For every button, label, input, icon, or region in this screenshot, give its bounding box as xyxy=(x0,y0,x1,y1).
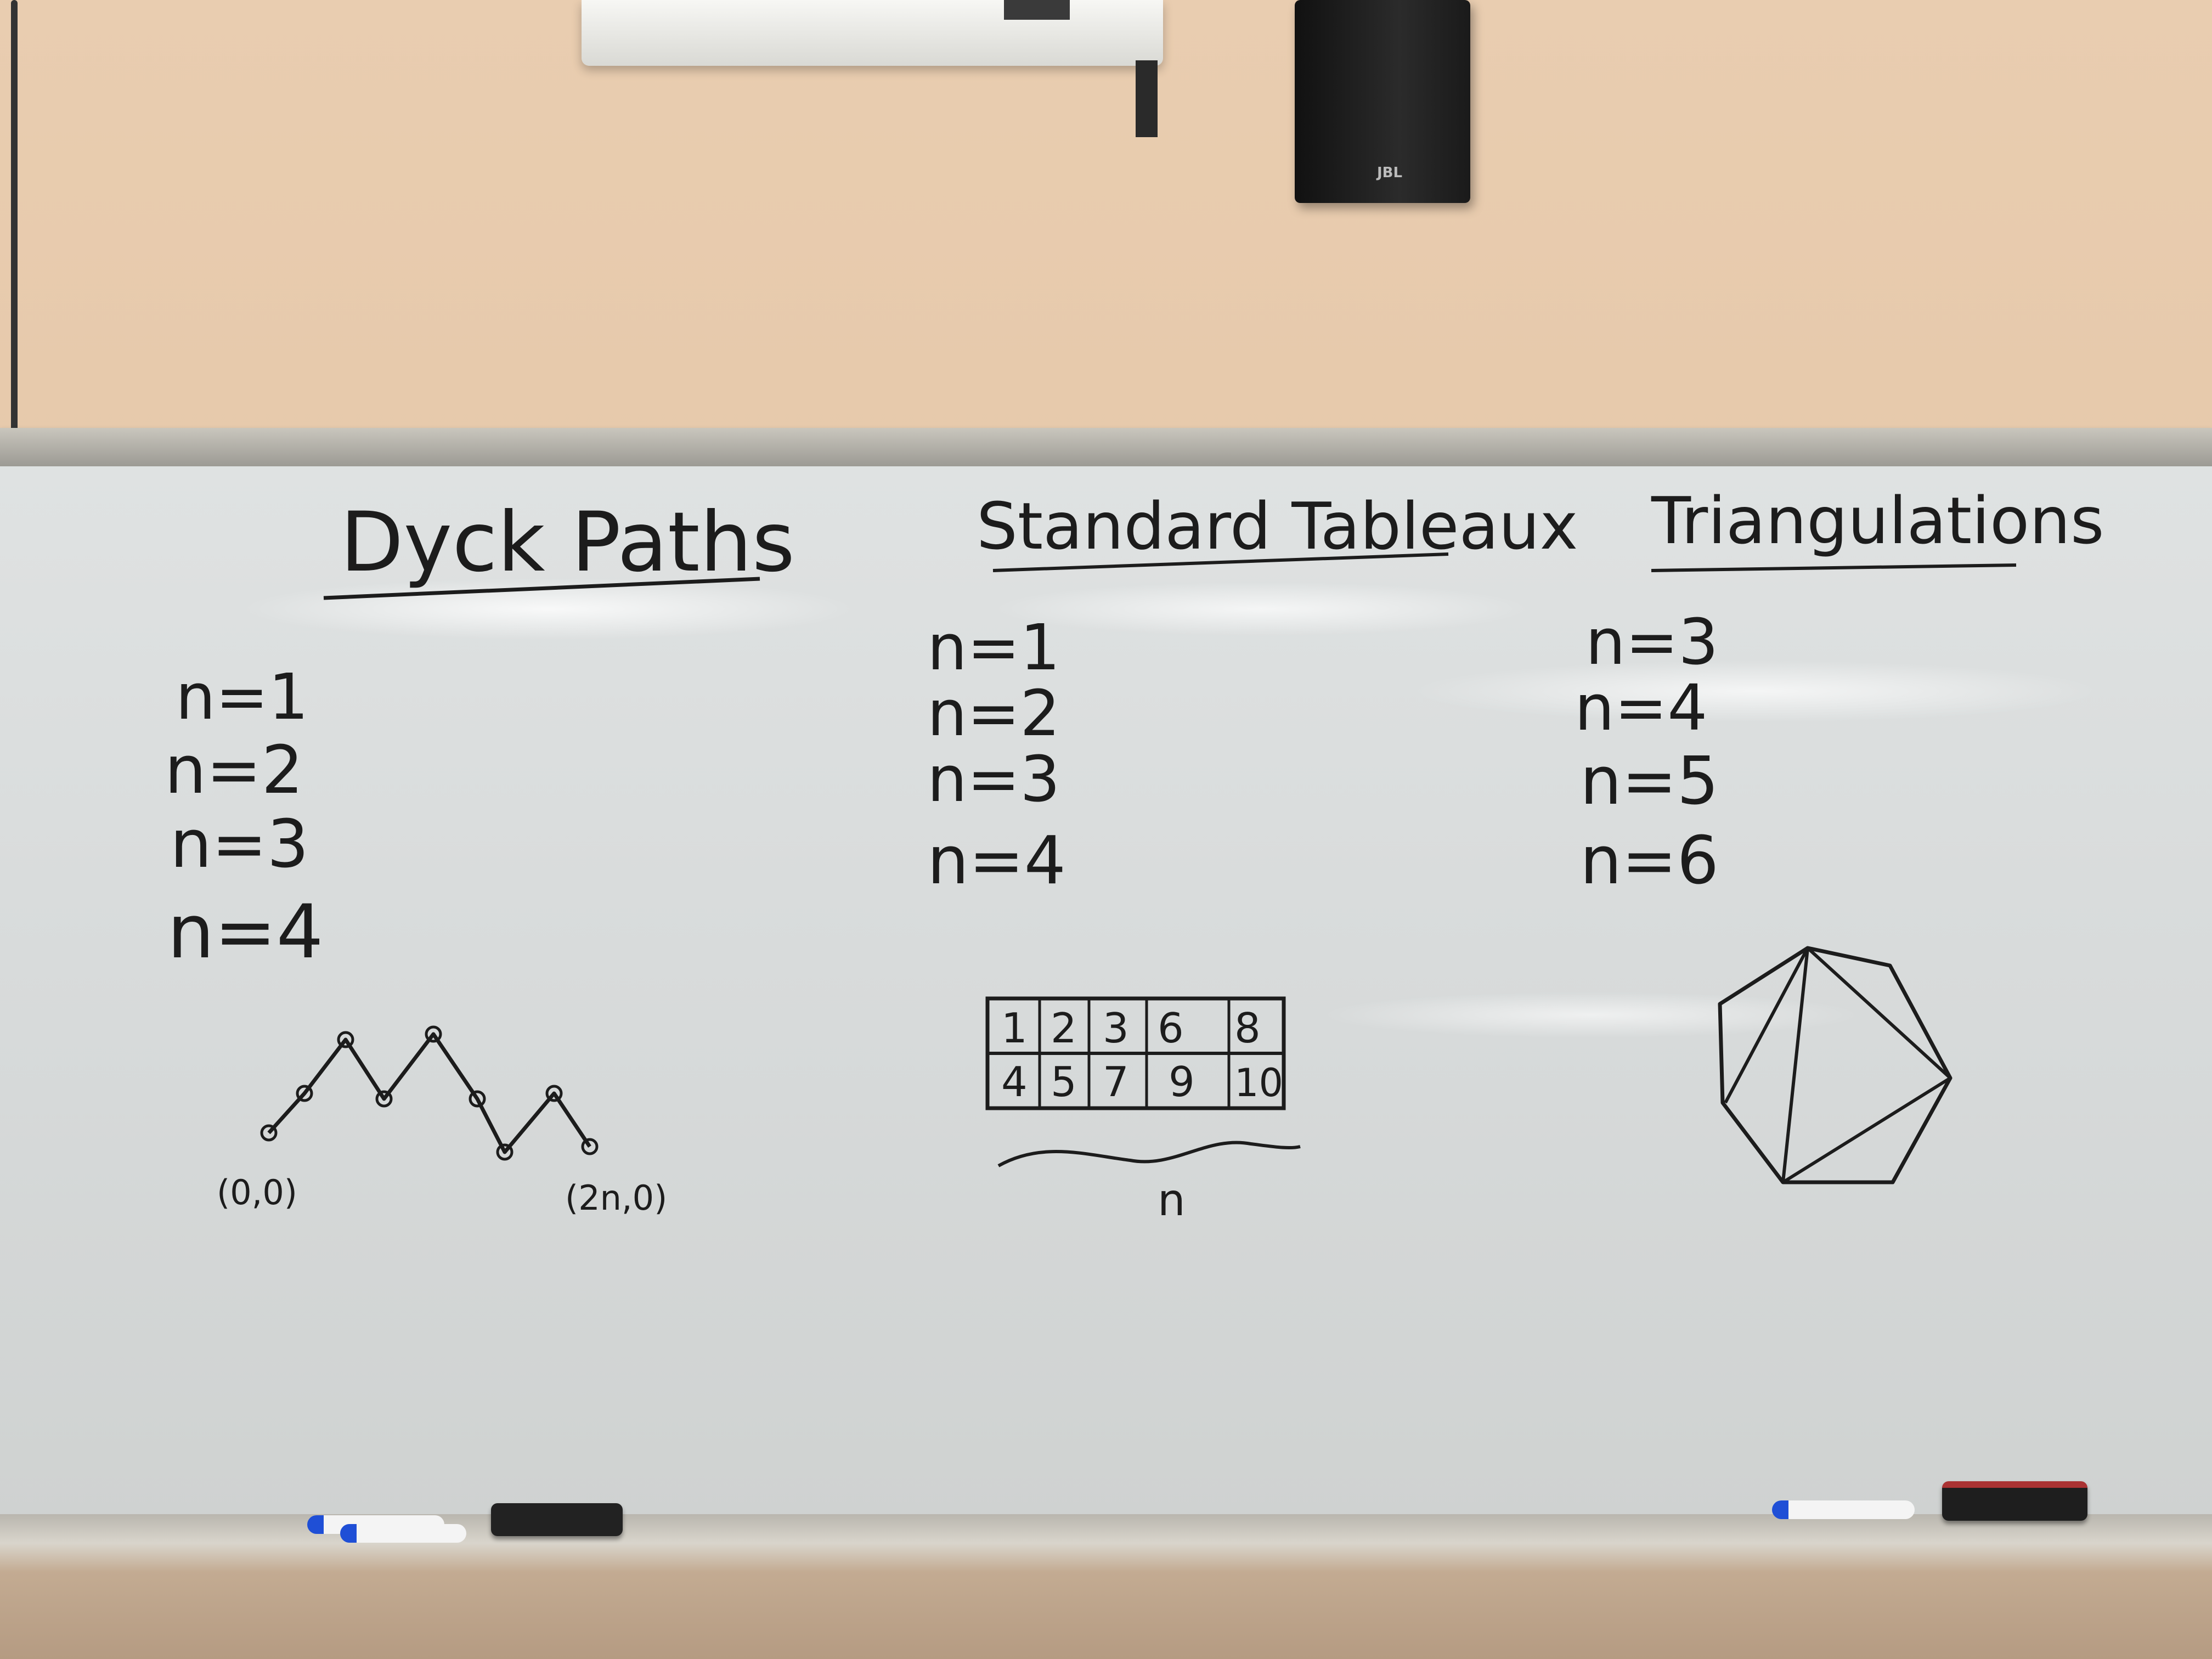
triangulation-diagonal xyxy=(1724,947,1809,1104)
tableaux-item: n=2 xyxy=(927,677,1060,751)
speaker: JBL xyxy=(1295,0,1470,203)
projector-logo xyxy=(1004,0,1070,20)
tableau-cell: 2 xyxy=(1051,1004,1077,1052)
tableau-cell: 8 xyxy=(1234,1004,1261,1052)
eraser-left[interactable] xyxy=(491,1503,623,1536)
tableau-brace-label: n xyxy=(1158,1175,1186,1226)
tableaux-item: n=3 xyxy=(927,743,1060,816)
triangulation-diagonal xyxy=(1781,947,1809,1183)
speaker-logo: JBL xyxy=(1377,165,1403,181)
heading-dyck-paths: Dyck Paths xyxy=(340,495,795,590)
dyck-item: n=2 xyxy=(165,732,303,809)
tableau-cell: 4 xyxy=(1001,1058,1028,1106)
tableau-brace xyxy=(997,1141,1301,1167)
triangulation-diagonal xyxy=(1782,1076,1951,1184)
triangulation-diagonal xyxy=(1806,946,1952,1080)
triangulations-item: n=6 xyxy=(1580,823,1719,899)
heading-standard-tableaux: Standard Tableaux xyxy=(977,488,1578,564)
tableaux-item: n=1 xyxy=(927,611,1060,685)
marker-left-2[interactable] xyxy=(340,1524,466,1543)
dyck-item: n=4 xyxy=(167,889,324,975)
dyck-vertex xyxy=(425,1025,442,1043)
underline-triangulations xyxy=(1651,563,2017,572)
whiteboard xyxy=(0,466,2212,1520)
projector-bracket xyxy=(1136,60,1158,137)
dyck-item: n=3 xyxy=(170,806,309,883)
tableau-cell: 1 xyxy=(1001,1004,1028,1052)
tableau-cell: 5 xyxy=(1051,1058,1077,1106)
board-top-rail xyxy=(0,428,2212,466)
heading-triangulations: Triangulations xyxy=(1651,483,2104,558)
dyck-vertex xyxy=(260,1124,278,1142)
tableau-cell: 3 xyxy=(1103,1004,1129,1052)
projector-screen-case xyxy=(582,0,1163,66)
dyck-vertex xyxy=(375,1090,393,1108)
tableau-cell: 7 xyxy=(1103,1058,1129,1106)
dyck-vertex xyxy=(496,1143,514,1161)
heptagon xyxy=(1718,946,1953,1184)
tableau-cell: 6 xyxy=(1158,1004,1184,1052)
tableau-cell: 10 xyxy=(1234,1060,1283,1105)
underline-dyck xyxy=(323,577,760,600)
dyck-vertex xyxy=(581,1138,599,1155)
dyck-vertex xyxy=(545,1085,563,1102)
triangulations-item: n=5 xyxy=(1580,743,1719,820)
dyck-start-label: (0,0) xyxy=(217,1172,297,1212)
dyck-vertex xyxy=(469,1090,486,1108)
triangulations-item: n=4 xyxy=(1575,672,1707,745)
dyck-vertex xyxy=(337,1031,354,1048)
tableaux-item: n=4 xyxy=(927,823,1066,899)
dyck-path-drawing xyxy=(267,1032,591,1154)
triangulations-item: n=3 xyxy=(1585,606,1718,679)
marker-right[interactable] xyxy=(1772,1500,1915,1519)
dyck-item: n=1 xyxy=(176,661,308,734)
dyck-vertex xyxy=(296,1085,313,1102)
underline-tableaux xyxy=(992,552,1449,572)
eraser-right[interactable] xyxy=(1942,1481,2087,1521)
tableau-cell: 9 xyxy=(1169,1058,1195,1106)
dyck-end-label: (2n,0) xyxy=(565,1178,667,1218)
